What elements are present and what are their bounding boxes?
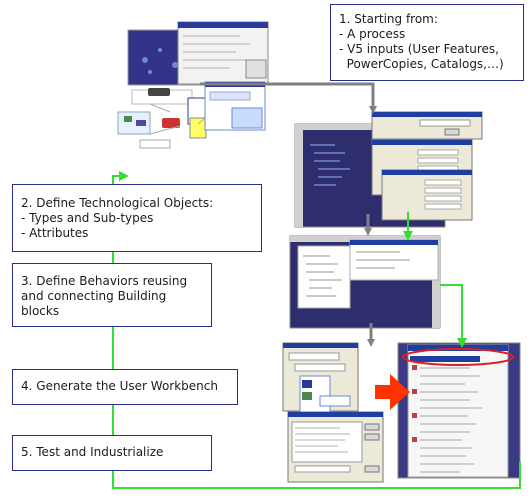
step-5-test-and-industrialize: 5. Test and Industrialize [12,435,212,471]
highlight-ellipse [402,348,514,366]
green-arrow-3-to-5 [440,284,467,348]
step-3-line-3: blocks [21,304,60,318]
step-4-generate-workbench: 4. Generate the User Workbench [12,369,238,405]
green-feedback-loop [112,171,521,489]
step-1-line-3: - V5 inputs (User Features, [339,42,499,56]
step-1-line-1: 1. Starting from: [339,12,438,26]
screenshot-generate-workbench [282,342,384,483]
step-1-line-2: - A process [339,27,406,41]
step-3-line-2: and connecting Building [21,289,167,303]
step-3-define-behaviors: 3. Define Behaviors reusing and connecti… [12,263,212,327]
screenshot-define-types [294,111,483,228]
step-1-line-4: PowerCopies, Catalogs,…) [339,57,504,71]
step-3-line-1: 3. Define Behaviors reusing [21,274,188,288]
step-2-line-1: 2. Define Technological Objects: [21,196,214,210]
step-5-line-1: 5. Test and Industrialize [21,445,164,459]
step-2-line-3: - Attributes [21,226,89,240]
step-4-line-1: 4. Generate the User Workbench [21,379,218,393]
step-1-starting-from: 1. Starting from: - A process - V5 input… [330,4,524,81]
red-arrow [375,374,410,410]
screenshot-define-behaviors [289,235,441,329]
screenshot-test-menu [397,342,521,479]
step-2-line-2: - Types and Sub-types [21,211,154,225]
gray-arrow-1-to-2 [200,82,377,114]
step-2-define-technological-objects: 2. Define Technological Objects: - Types… [12,184,262,252]
